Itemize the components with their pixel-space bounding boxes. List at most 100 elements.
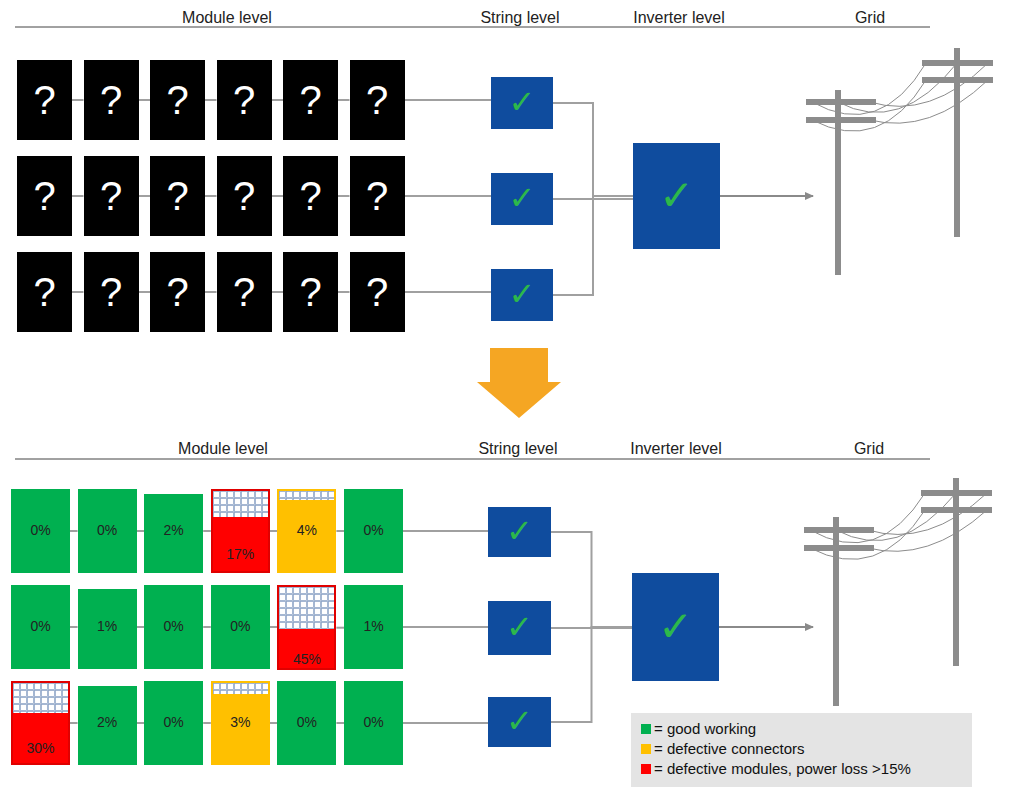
- unknown-mark: ?: [100, 270, 122, 314]
- power-loss-value: 0%: [30, 523, 50, 538]
- module-box: ?: [350, 252, 405, 332]
- module-box: ?: [84, 252, 139, 332]
- unknown-mark: ?: [166, 174, 188, 218]
- level-heading: String level: [478, 440, 557, 458]
- wire-connector: [403, 626, 488, 628]
- check-mark: ✓: [506, 514, 533, 549]
- wire-connector: [336, 627, 344, 629]
- wire-connector: [405, 195, 492, 197]
- cell-defect-pattern: [213, 683, 268, 694]
- legend-swatch: [641, 744, 651, 754]
- string-box: ✓: [491, 269, 553, 321]
- header-rule: [15, 459, 930, 460]
- power-loss-value: 30%: [26, 741, 54, 756]
- level-heading: String level: [480, 9, 559, 27]
- power-loss-value: 17%: [226, 547, 254, 562]
- unknown-mark: ?: [33, 270, 55, 314]
- module-box: ?: [150, 60, 205, 140]
- cell-defect-pattern: [78, 681, 137, 686]
- unknown-mark: ?: [366, 78, 388, 122]
- module-box: ?: [217, 60, 272, 140]
- unknown-mark: ?: [233, 270, 255, 314]
- module-box: ?: [150, 156, 205, 236]
- wire-connector: [139, 291, 151, 293]
- power-loss-value: 0%: [363, 523, 383, 538]
- module-box: 45%: [277, 585, 336, 670]
- wire-connector: [137, 626, 145, 628]
- module-box: ?: [217, 252, 272, 332]
- power-loss-value: 0%: [30, 619, 50, 634]
- wire-connector: [338, 195, 350, 197]
- check-mark: ✓: [658, 604, 693, 650]
- module-box: 2%: [78, 681, 137, 765]
- power-loss-value: 1%: [363, 619, 383, 634]
- level-heading: Inverter level: [630, 440, 722, 458]
- cell-band: [13, 683, 68, 713]
- unknown-mark: ?: [33, 78, 55, 122]
- module-box: ?: [17, 60, 72, 140]
- wire-connector: [205, 291, 217, 293]
- unknown-mark: ?: [299, 78, 321, 122]
- power-loss-value: 2%: [97, 715, 117, 730]
- power-loss-value: 0%: [97, 523, 117, 538]
- wire-connector: [70, 722, 78, 724]
- module-box: ?: [17, 252, 72, 332]
- wire-connector: [205, 195, 217, 197]
- unknown-mark: ?: [166, 78, 188, 122]
- power-loss-value: 2%: [164, 523, 184, 538]
- module-box: ?: [283, 252, 338, 332]
- wire-connector: [270, 530, 278, 532]
- power-loss-value: 0%: [297, 715, 317, 730]
- module-box: 0%: [11, 585, 70, 669]
- wire-connector: [553, 196, 633, 295]
- cell-band: [78, 585, 137, 589]
- cell-defect-pattern: [144, 489, 203, 494]
- unknown-mark: ?: [366, 174, 388, 218]
- check-mark: ✓: [509, 85, 536, 120]
- check-mark: ✓: [509, 181, 536, 216]
- power-loss-value: 0%: [164, 715, 184, 730]
- check-mark: ✓: [506, 704, 533, 739]
- check-mark: ✓: [509, 277, 536, 312]
- module-box: 0%: [11, 489, 70, 573]
- wire-connector: [270, 722, 278, 724]
- wire-connector: [70, 530, 78, 532]
- module-box: 17%: [211, 489, 270, 573]
- module-box: ?: [350, 60, 405, 140]
- inverter-box: ✓: [632, 573, 719, 681]
- wire-connector: [553, 103, 633, 196]
- module-box: 0%: [344, 681, 403, 765]
- cell-band: [213, 683, 268, 694]
- string-box: ✓: [488, 697, 551, 747]
- level-heading: Module level: [182, 9, 272, 27]
- power-loss-value: 1%: [97, 619, 117, 634]
- unknown-mark: ?: [366, 270, 388, 314]
- level-heading: Grid: [854, 440, 884, 458]
- cell-defect-pattern: [279, 587, 334, 629]
- legend-text: = good working: [654, 721, 756, 738]
- power-loss-value: 0%: [164, 619, 184, 634]
- cell-defect-pattern: [78, 585, 137, 589]
- unknown-mark: ?: [100, 174, 122, 218]
- cell-defect-pattern: [279, 491, 334, 500]
- wire-connector: [403, 722, 488, 724]
- module-box: 1%: [78, 585, 137, 669]
- module-box: ?: [217, 156, 272, 236]
- legend-panel: = good working= defective connectors= de…: [631, 713, 972, 787]
- wire-connector: [137, 722, 145, 724]
- wire-connector: [272, 291, 284, 293]
- module-box: 0%: [277, 681, 336, 765]
- grid-feed-line: [719, 626, 813, 628]
- level-heading: Grid: [855, 9, 885, 27]
- module-box: 1%: [344, 585, 403, 669]
- module-box: 0%: [211, 585, 270, 669]
- unknown-mark: ?: [233, 78, 255, 122]
- wire-connector: [139, 195, 151, 197]
- wire-connector: [336, 722, 344, 724]
- unknown-mark: ?: [100, 78, 122, 122]
- wire-connector: [551, 532, 632, 627]
- wire-connector: [551, 627, 632, 722]
- module-box: 2%: [144, 489, 203, 573]
- unknown-mark: ?: [33, 174, 55, 218]
- module-box: 0%: [344, 489, 403, 573]
